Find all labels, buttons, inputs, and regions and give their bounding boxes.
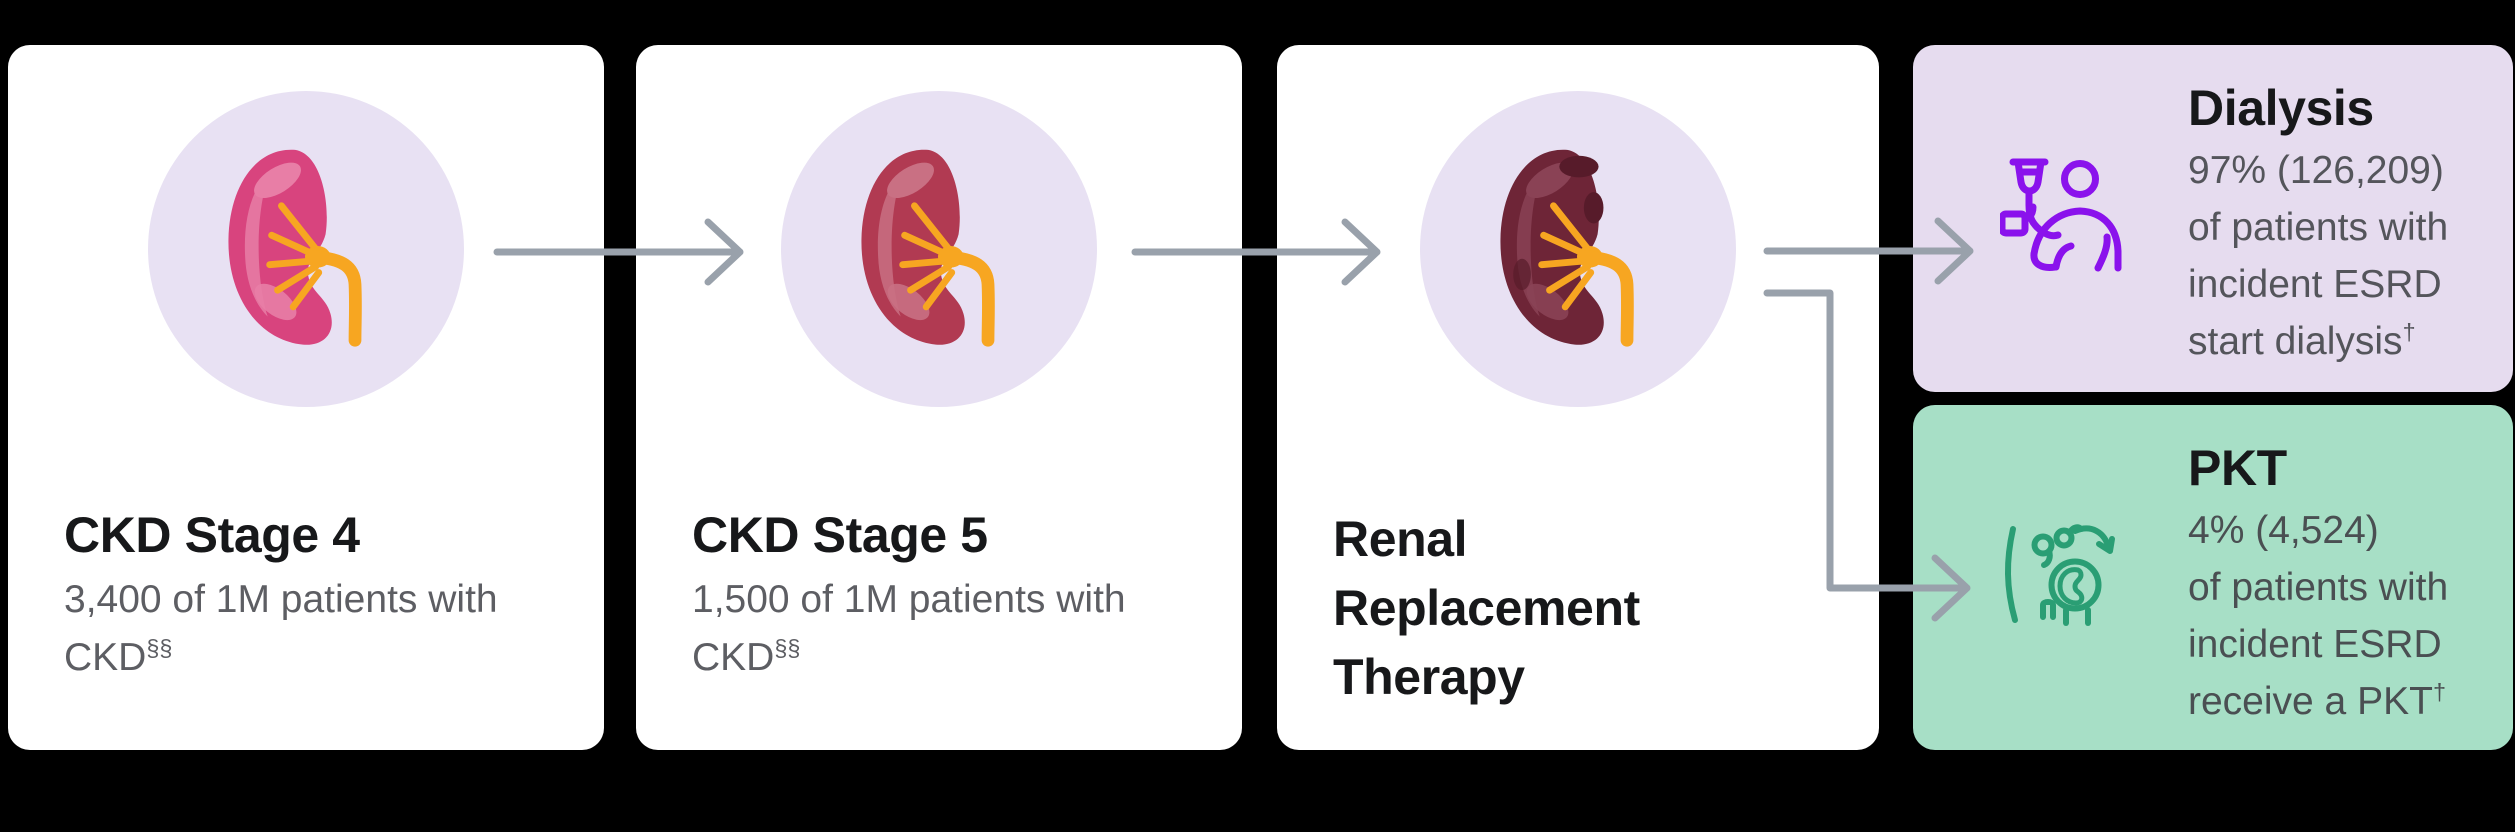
outcome-text: PKT 4% (4,524) of patients with incident… bbox=[2188, 438, 2508, 730]
stage-description: 3,400 of 1M patients with CKD§§ bbox=[64, 578, 498, 679]
stage-card-rrt: Renal Replacement Therapy bbox=[1277, 45, 1879, 750]
kidney-stage4-illustration bbox=[228, 149, 362, 347]
kidney-stage5-illustration bbox=[861, 149, 995, 347]
stage-card-text: Renal Replacement Therapy bbox=[1333, 505, 1833, 712]
outcome-text: Dialysis 97% (126,209) of patients with … bbox=[2188, 78, 2508, 370]
footnote-marker: §§ bbox=[774, 635, 801, 661]
outcome-description: 4% (4,524) of patients with incident ESR… bbox=[2188, 509, 2449, 723]
dialysis-patient-icon bbox=[2000, 158, 2122, 272]
kidney-failing-illustration bbox=[1500, 149, 1634, 347]
stage-description: 1,500 of 1M patients with CKD§§ bbox=[692, 578, 1126, 679]
footnote-marker: † bbox=[2402, 319, 2416, 345]
outcome-box-dialysis: Dialysis 97% (126,209) of patients with … bbox=[1913, 45, 2513, 392]
stage-title: CKD Stage 4 bbox=[64, 507, 360, 563]
stage-card-ckd4: CKD Stage 4 3,400 of 1M patients with CK… bbox=[8, 45, 604, 750]
stage-card-text: CKD Stage 4 3,400 of 1M patients with CK… bbox=[64, 505, 564, 687]
outcome-box-pkt: PKT 4% (4,524) of patients with incident… bbox=[1913, 405, 2513, 750]
stage-title: Renal Replacement Therapy bbox=[1333, 511, 1640, 705]
kidney-halo bbox=[148, 91, 464, 407]
outcome-title: PKT bbox=[2188, 440, 2287, 496]
footnote-marker: † bbox=[2432, 679, 2446, 705]
stage-card-ckd5: CKD Stage 5 1,500 of 1M patients with CK… bbox=[636, 45, 1242, 750]
kidney-halo bbox=[1420, 91, 1736, 407]
stage-title: CKD Stage 5 bbox=[692, 507, 988, 563]
footnote-marker: §§ bbox=[146, 635, 173, 661]
outcome-title: Dialysis bbox=[2188, 80, 2374, 136]
stage-card-text: CKD Stage 5 1,500 of 1M patients with CK… bbox=[692, 505, 1192, 687]
outcome-description: 97% (126,209) of patients with incident … bbox=[2188, 149, 2449, 363]
kidney-halo bbox=[781, 91, 1097, 407]
kidney-transplant-icon bbox=[2005, 524, 2115, 626]
